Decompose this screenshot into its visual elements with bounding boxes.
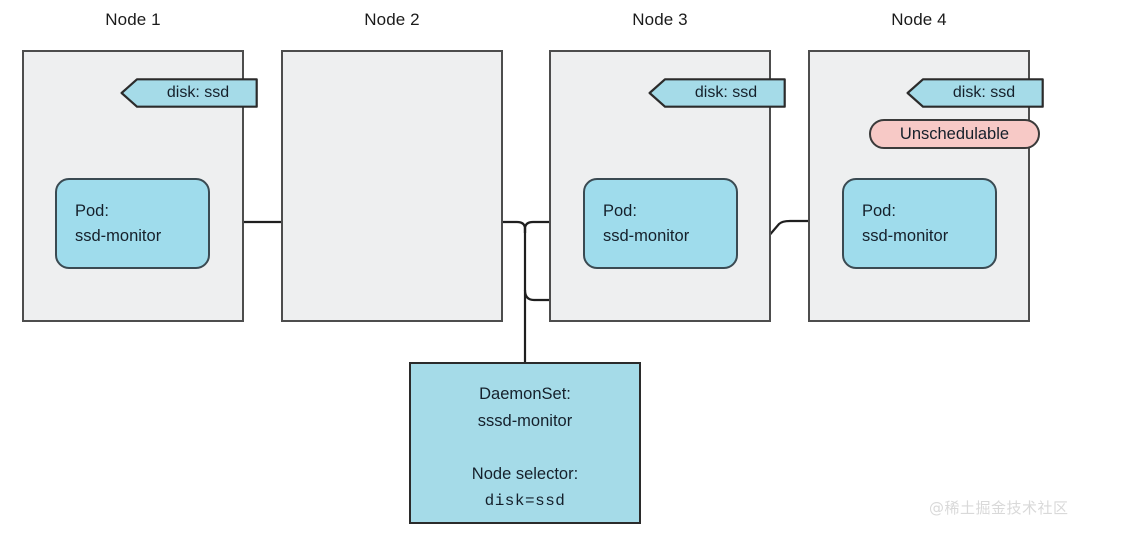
node-title-3: Node 3: [632, 10, 688, 29]
node-title-2: Node 2: [364, 10, 420, 29]
tag-label: disk: ssd: [694, 84, 758, 101]
pod-label-line1: Pod:: [75, 201, 109, 220]
daemonset-title: DaemonSet:: [479, 385, 571, 403]
node-box-2: [281, 50, 503, 322]
tag-label: disk: ssd: [166, 84, 230, 101]
node-title-4: Node 4: [891, 10, 947, 29]
pod-label-line2: ssd-monitor: [862, 226, 949, 245]
daemonset-selector-value: disk=ssd: [484, 492, 566, 510]
tag-arrow-shape-icon: [120, 78, 258, 108]
pod-box-node-4[interactable]: Pod: ssd-monitor: [842, 178, 997, 269]
node-label-tag-disk-ssd-3[interactable]: disk: ssd: [648, 78, 786, 108]
node-label-tag-disk-ssd-4[interactable]: disk: ssd: [906, 78, 1044, 108]
daemonset-name: sssd-monitor: [477, 412, 573, 430]
tag-arrow-shape-icon: [648, 78, 786, 108]
node-label-tag-disk-ssd-1[interactable]: disk: ssd: [120, 78, 258, 108]
pod-box-node-1[interactable]: Pod: ssd-monitor: [55, 178, 210, 269]
status-badge-unschedulable[interactable]: Unschedulable: [869, 119, 1040, 149]
node-title-1: Node 1: [105, 10, 161, 29]
tag-label: disk: ssd: [952, 84, 1016, 101]
daemonset-box[interactable]: DaemonSet: sssd-monitor Node selector: d…: [409, 362, 641, 524]
pod-box-node-3[interactable]: Pod: ssd-monitor: [583, 178, 738, 269]
pod-label-line1: Pod:: [862, 201, 896, 220]
daemonset-selector-title: Node selector:: [471, 465, 579, 483]
tag-arrow-shape-icon: [906, 78, 1044, 108]
pod-label-line2: ssd-monitor: [75, 226, 162, 245]
pod-label-line2: ssd-monitor: [603, 226, 690, 245]
pod-label-line1: Pod:: [603, 201, 637, 220]
watermark: @稀土掘金技术社区: [929, 499, 1069, 517]
status-badge-label: Unschedulable: [899, 125, 1010, 143]
